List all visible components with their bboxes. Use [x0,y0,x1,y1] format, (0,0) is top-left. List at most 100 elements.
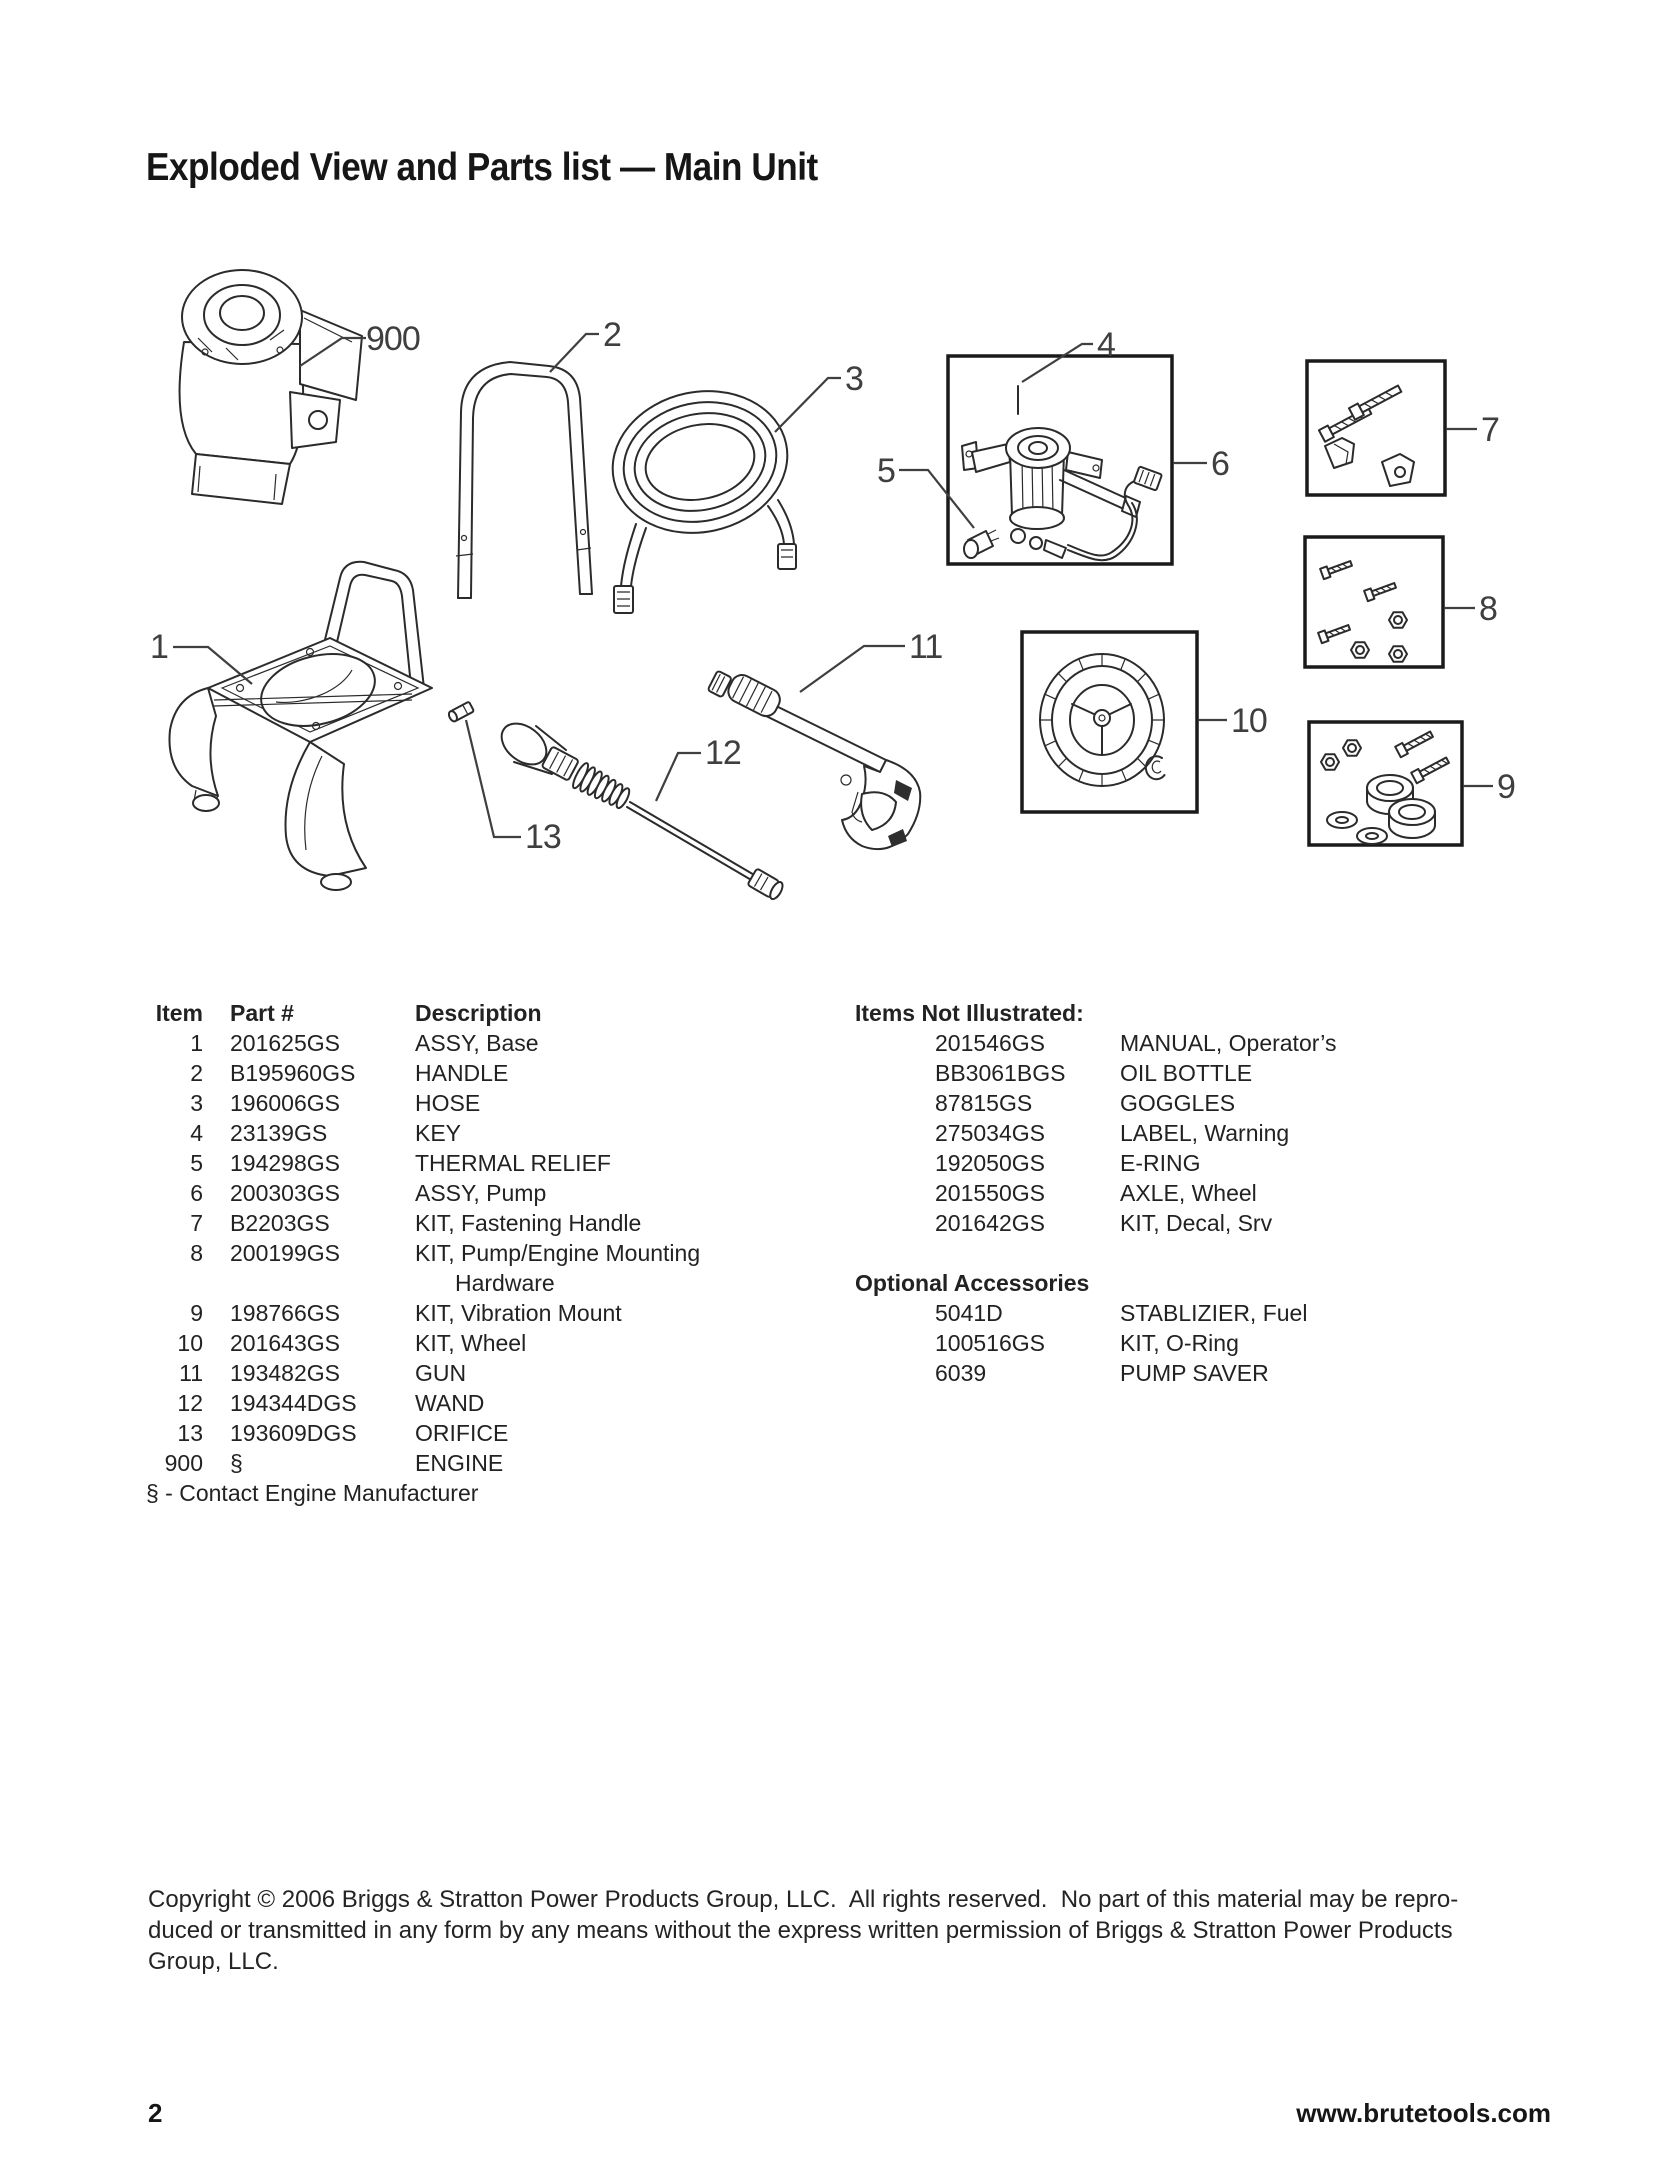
base-drawing [168,560,433,891]
cell-part-number: § [230,1450,243,1476]
cell-part-number: 201546GS [935,1030,1045,1056]
cell-description: OIL BOTTLE [1120,1060,1253,1086]
orifice-drawing [447,701,475,723]
cell-description: KIT, Wheel [415,1330,527,1356]
parts-table-row: 10 201643GS KIT, Wheel [148,1328,788,1358]
callout-leaders [173,332,1493,839]
callout-13: 13 [525,818,561,856]
cell-description: KIT, O-Ring [1120,1330,1239,1356]
callout-3: 3 [845,360,863,398]
header-description: Description [415,1000,542,1026]
cell-description: E-RING [1120,1150,1201,1176]
parts-table-header: Item Part # Description [148,998,788,1028]
cell-description: MANUAL, Operator’s [1120,1030,1337,1056]
cell-description: ORIFICE [415,1420,509,1446]
cell-part-number: 23139GS [230,1120,328,1146]
cell-part-number: B195960GS [230,1060,356,1086]
parts-table-row: 11 193482GS GUN [148,1358,788,1388]
callout-11: 11 [909,628,942,666]
cell-part-number: 192050GS [935,1150,1045,1176]
cell-item-number: 6 [190,1180,203,1206]
vibration-mount-box-drawing [1307,720,1464,847]
wand-drawing [500,722,784,901]
cell-item-number: 2 [190,1060,203,1086]
parts-table-row: 2 B195960GS HANDLE [148,1058,788,1088]
header-item: Item [155,1000,203,1026]
fastening-kit-box-drawing [1305,359,1447,497]
cell-description: LABEL, Warning [1120,1120,1290,1146]
parts-table-row: 900 § ENGINE [148,1448,788,1478]
parts-table-row: 3 196006GS HOSE [148,1088,788,1118]
thermal-relief-drawing [963,529,1000,559]
cell-description: KIT, Vibration Mount [415,1300,622,1326]
parts-table-row: 4 23139GS KEY [148,1118,788,1148]
exploded-view-diagram: 900 2 3 4 5 6 7 8 9 10 11 12 13 1 [150,269,1516,901]
cell-part-number: 194298GS [230,1150,340,1176]
parts-table-row: 9 198766GS KIT, Vibration Mount [148,1298,788,1328]
not-illustrated-row: 201642GS KIT, Decal, Srv [935,1208,1475,1238]
cell-item-number: 3 [190,1090,203,1116]
cell-description: AXLE, Wheel [1120,1180,1257,1206]
cell-part-number: 6039 [935,1360,987,1386]
cell-description: STABLIZIER, Fuel [1120,1300,1308,1326]
parts-table-row: 13 193609DGS ORIFICE [148,1418,788,1448]
callout-10: 10 [1231,702,1267,740]
cell-part-number: 196006GS [230,1090,340,1116]
section-spacer [855,1238,1475,1268]
callout-1: 1 [150,628,168,666]
cell-description: THERMAL RELIEF [415,1150,611,1176]
not-illustrated-row: 275034GS LABEL, Warning [935,1118,1475,1148]
cell-description: PUMP SAVER [1120,1360,1269,1386]
optional-accessory-row: 5041D STABLIZIER, Fuel [935,1298,1475,1328]
website-url[interactable]: www.brutetools.com [1296,2098,1551,2128]
cell-description: GUN [415,1360,467,1386]
callout-4: 4 [1097,326,1115,364]
cell-description: ENGINE [415,1450,504,1476]
pump-box-drawing [946,354,1174,566]
engine-drawing [178,269,363,505]
not-illustrated-list: 201546GS MANUAL, Operator’s BB3061BGS OI… [855,1028,1475,1238]
not-illustrated-row: BB3061BGS OIL BOTTLE [935,1058,1475,1088]
optional-accessories-list: 5041D STABLIZIER, Fuel 100516GS KIT, O-R… [855,1298,1475,1388]
cell-item-number: 5 [190,1150,203,1176]
wheel-box-drawing [1020,630,1199,814]
not-illustrated-row: 87815GS GOGGLES [935,1088,1475,1118]
hose-drawing [611,390,797,614]
cell-part-number: 200199GS [230,1240,340,1266]
cell-part-number: B2203GS [230,1210,330,1236]
cell-description: KIT, Pump/Engine Mounting Hardware [415,1240,701,1296]
header-part: Part # [230,1000,294,1026]
cell-item-number: 4 [190,1120,203,1146]
callout-2: 2 [603,316,621,354]
cell-part-number: 201642GS [935,1210,1045,1236]
cell-item-number: 11 [179,1360,203,1386]
page-number: 2 [148,2098,163,2128]
parts-table: Item Part # Description 1 201625GS ASSY,… [146,998,788,1508]
cell-item-number: 1 [190,1030,203,1056]
cell-description: HOSE [415,1090,481,1116]
cell-part-number: 193609DGS [230,1420,357,1446]
optional-accessories-heading: Optional Accessories [855,1270,1090,1296]
cell-description: ASSY, Base [415,1030,539,1056]
copyright-notice: Copyright © 2006 Briggs & Stratton Power… [148,1886,1459,1975]
cell-item-number: 900 [164,1450,203,1476]
cell-part-number: 275034GS [935,1120,1045,1146]
cell-part-number: 100516GS [935,1330,1045,1356]
not-illustrated-heading: Items Not Illustrated: [855,1000,1084,1026]
cell-part-number: 201625GS [230,1030,340,1056]
e-ring-drawing [1144,755,1166,781]
cell-item-number: 9 [190,1300,203,1326]
parts-table-row: 6 200303GS ASSY, Pump [148,1178,788,1208]
cell-part-number: 200303GS [230,1180,340,1206]
cell-item-number: 7 [190,1210,203,1236]
callout-900: 900 [366,320,420,358]
cell-description: KIT, Decal, Srv [1120,1210,1273,1236]
cell-part-number: 193482GS [230,1360,340,1386]
callout-9: 9 [1497,768,1515,806]
cell-item-number: 8 [190,1240,203,1266]
not-illustrated-row: 201546GS MANUAL, Operator’s [935,1028,1475,1058]
cell-item-number: 12 [177,1390,203,1416]
cell-description: HANDLE [415,1060,509,1086]
parts-table-row: 5 194298GS THERMAL RELIEF [148,1148,788,1178]
right-column: Items Not Illustrated: 201546GS MANUAL, … [855,998,1475,1388]
